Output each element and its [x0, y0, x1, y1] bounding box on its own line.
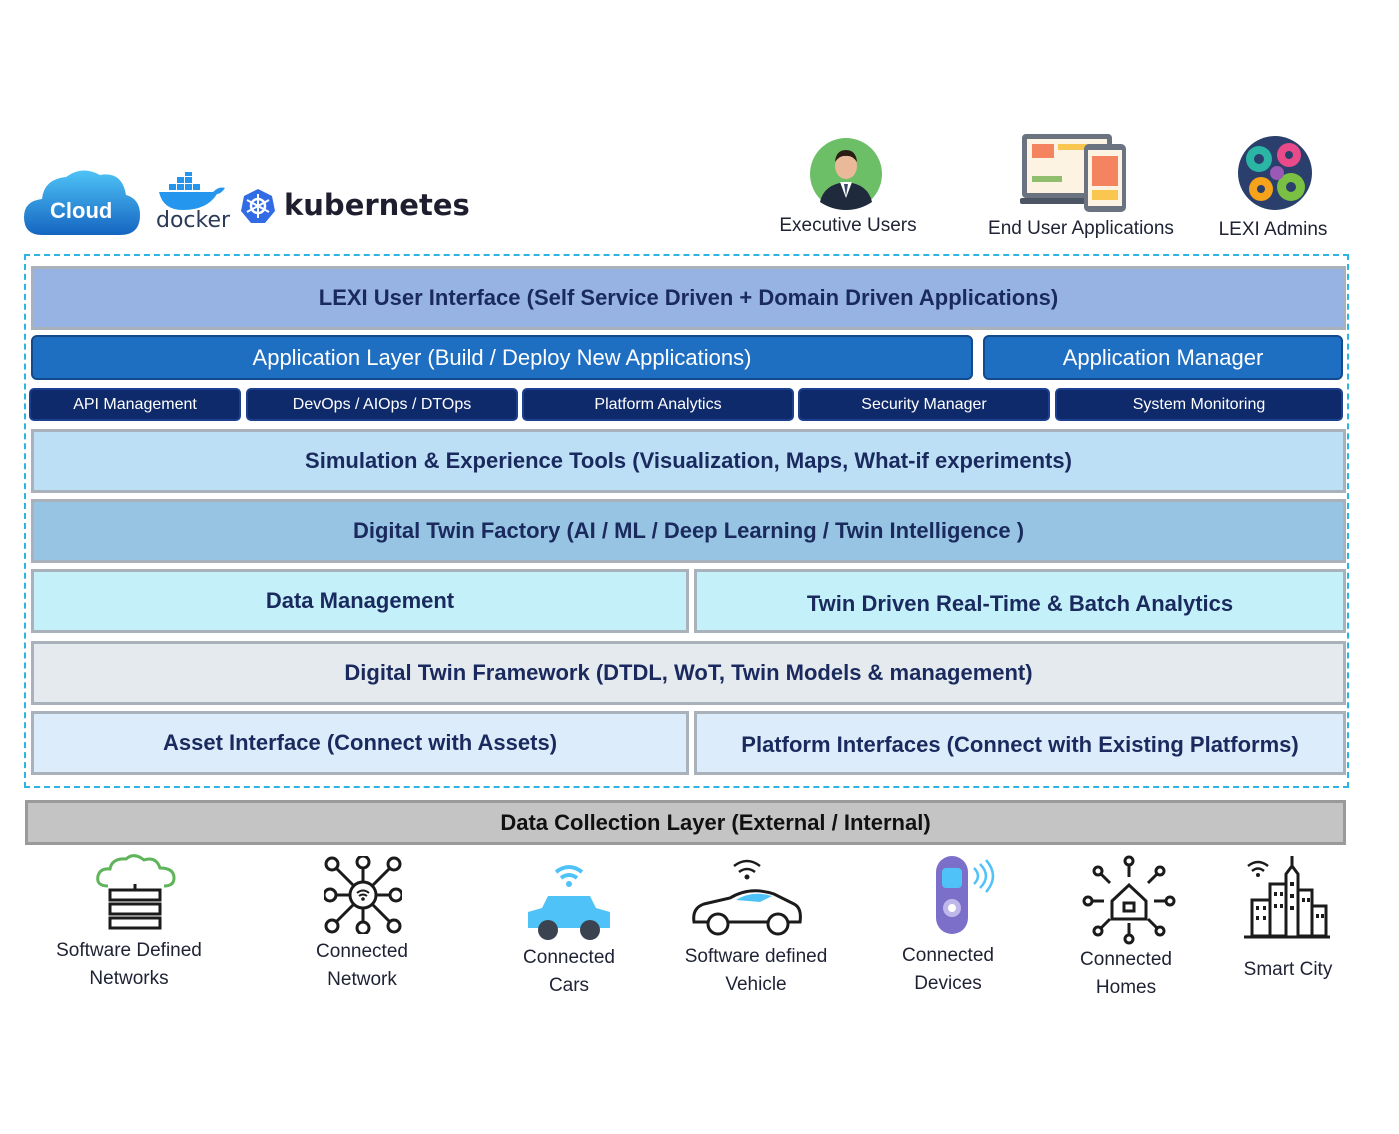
asset-cars-label: Connected Cars	[500, 944, 638, 1000]
cloud-logo: Cloud	[22, 165, 142, 237]
chip-api-management: API Management	[29, 388, 241, 421]
cloud-logo-text: Cloud	[50, 198, 113, 223]
application-layer-bar: Application Layer (Build / Deploy New Ap…	[31, 335, 973, 380]
asset-cars-line2: Cars	[548, 975, 590, 996]
digital-twin-factory-bar: Digital Twin Factory (AI / ML / Deep Lea…	[31, 499, 1346, 563]
data-collection-layer-bar	[25, 800, 1346, 845]
network-hub-icon	[322, 854, 404, 936]
asset-cars	[526, 858, 612, 944]
lexi-platform-frame	[24, 254, 1349, 788]
asset-sdn-line1: Software Defined	[56, 940, 202, 961]
chip-devops-aiops-dtops: DevOps / AIOps / DTOps	[246, 388, 518, 421]
platform-interfaces-bar: Platform Interfaces (Connect with Existi…	[694, 711, 1346, 775]
simulation-tools-bar: Simulation & Experience Tools (Visualiza…	[31, 429, 1346, 493]
docker-logo: docker	[155, 170, 231, 233]
sdv-car-icon	[692, 859, 802, 936]
asset-sdn	[94, 854, 178, 930]
asset-cars-line1: Connected	[523, 947, 615, 968]
asset-devices-line2: Devices	[914, 973, 982, 994]
asset-sdv-label: Software defined Vehicle	[664, 943, 848, 999]
chip-platform-analytics: Platform Analytics	[522, 388, 794, 421]
asset-homes-line1: Connected	[1080, 949, 1172, 970]
asset-city-label: Smart City	[1222, 956, 1354, 984]
asset-sdv-line1: Software defined	[684, 946, 828, 967]
docker-whale-icon	[159, 170, 225, 210]
asset-sdn-label: Software Defined Networks	[40, 937, 218, 993]
asset-network	[322, 854, 404, 936]
gears-icon	[1238, 136, 1312, 210]
sdn-cloud-server-icon	[96, 854, 176, 930]
cloud-icon	[24, 170, 140, 235]
digital-twin-framework-bar: Digital Twin Framework (DTDL, WoT, Twin …	[31, 641, 1346, 705]
asset-sdn-line2: Networks	[89, 968, 169, 989]
asset-network-line2: Network	[327, 969, 397, 990]
kubernetes-logo-text: kubernetes	[284, 188, 470, 222]
asset-sdv	[690, 856, 804, 938]
chip-system-monitoring: System Monitoring	[1055, 388, 1343, 421]
asset-network-line1: Connected	[316, 941, 408, 962]
asset-city-line1: Smart City	[1243, 959, 1333, 980]
kubernetes-helm-icon	[241, 189, 275, 223]
asset-homes-line2: Homes	[1095, 977, 1157, 998]
data-collection-layer-label: Data Collection Layer (External / Intern…	[500, 809, 931, 835]
asset-network-label: Connected Network	[292, 938, 432, 994]
user-apps	[1020, 132, 1128, 214]
kubernetes-logo: kubernetes	[240, 188, 470, 228]
application-manager-bar: Application Manager	[983, 335, 1343, 380]
asset-interface-bar: Asset Interface (Connect with Assets)	[31, 711, 689, 775]
user-executive-label: Executive Users	[779, 215, 917, 236]
apps-screens-icon	[1020, 134, 1126, 212]
asset-sdv-line2: Vehicle	[725, 974, 787, 995]
smart-city-icon	[1244, 856, 1330, 939]
asset-devices	[932, 854, 998, 936]
user-executive	[810, 138, 882, 210]
asset-homes-label: Connected Homes	[1058, 946, 1194, 1002]
asset-city	[1244, 854, 1330, 940]
lexi-user-interface-bar: LEXI User Interface (Self Service Driven…	[31, 266, 1346, 330]
smart-home-icon	[1082, 855, 1176, 945]
chip-security-manager: Security Manager	[798, 388, 1050, 421]
asset-devices-label: Connected Devices	[882, 942, 1014, 998]
executive-user-icon	[810, 138, 882, 210]
asset-devices-line1: Connected	[902, 945, 994, 966]
asset-homes	[1082, 855, 1176, 945]
docker-logo-text: docker	[156, 208, 231, 233]
connected-device-icon	[936, 856, 995, 934]
user-apps-label: End User Applications	[988, 218, 1174, 239]
twin-analytics-bar: Twin Driven Real-Time & Batch Analytics	[694, 569, 1346, 633]
user-admins	[1237, 135, 1313, 211]
data-management-bar: Data Management	[31, 569, 689, 633]
connected-car-icon	[528, 865, 610, 940]
user-admins-label: LEXI Admins	[1218, 219, 1328, 240]
